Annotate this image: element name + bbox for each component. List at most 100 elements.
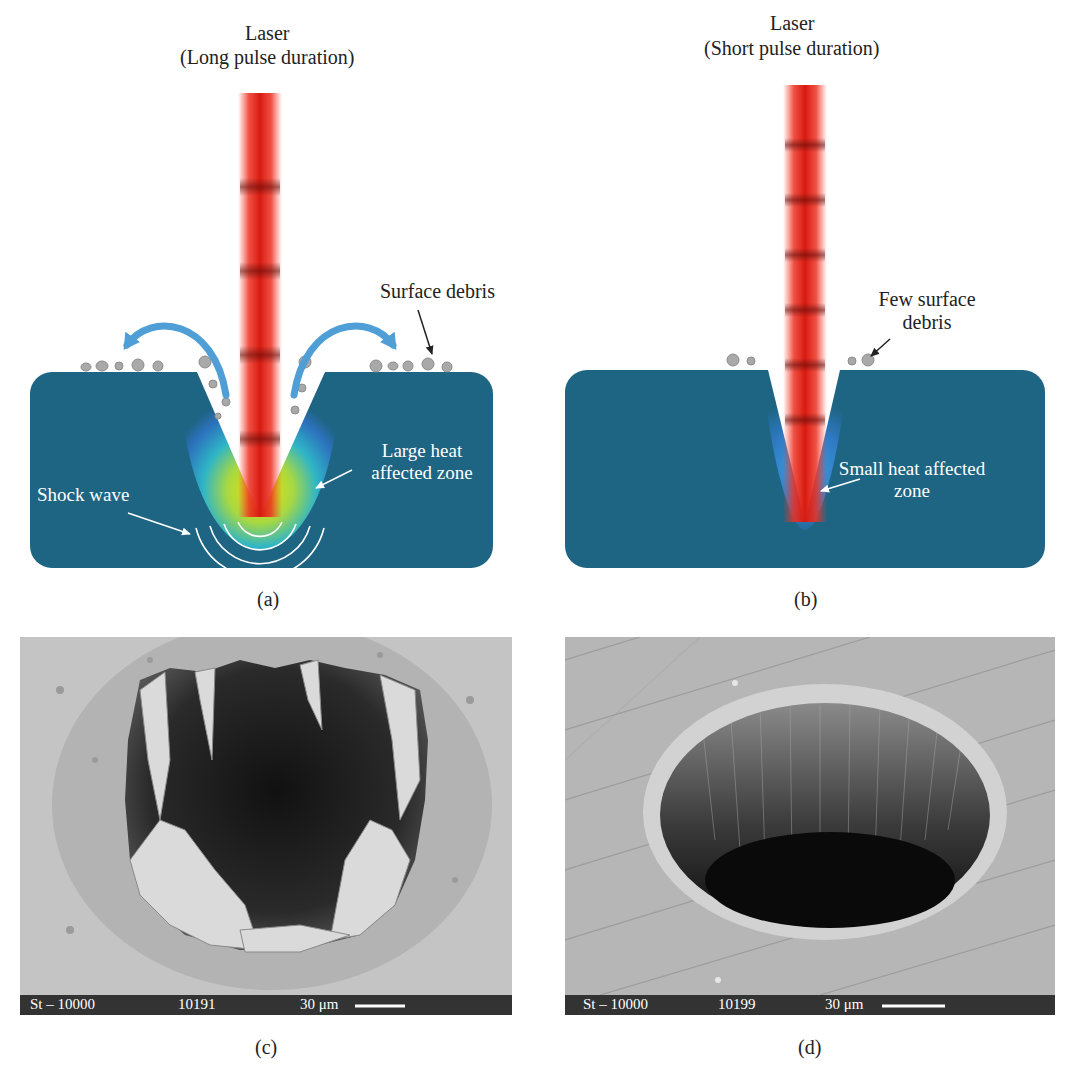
- debris-particle: [370, 360, 382, 372]
- sem-info-bar: [565, 995, 1055, 1015]
- callout-label: Surface debris: [380, 280, 495, 303]
- laser-beam: [783, 85, 827, 522]
- beam-band: [785, 358, 825, 372]
- sem-image-short-pulse: [565, 637, 1055, 995]
- speck: [56, 686, 64, 694]
- panel-letter: (b): [794, 588, 817, 611]
- melt-floor: [240, 925, 350, 952]
- beam-heading: Laser: [770, 12, 814, 35]
- leader-line: [316, 470, 352, 488]
- sem-image-long-pulse: [20, 637, 512, 995]
- beam-band: [785, 138, 825, 152]
- shock-arc: [210, 526, 310, 564]
- debris-particle: [727, 354, 739, 366]
- scale-bar: [882, 1005, 945, 1008]
- debris-particle: [388, 362, 398, 370]
- beam-band: [240, 178, 280, 196]
- melt-ridge: [300, 660, 322, 730]
- beam-heading: Laser: [245, 22, 289, 45]
- scale-label: 30 μm: [300, 996, 338, 1013]
- speck: [92, 757, 98, 763]
- striation: [700, 705, 715, 840]
- beam-band: [785, 303, 825, 317]
- hole-bottom: [705, 832, 955, 928]
- debris-particle: [153, 361, 163, 371]
- crater-cavity: [125, 660, 428, 950]
- leader-line: [871, 339, 890, 356]
- beam-body: [238, 93, 282, 517]
- beam-band: [785, 193, 825, 207]
- panel-a-illustration: [30, 93, 493, 578]
- beam-band: [785, 248, 825, 262]
- speck: [147, 657, 153, 663]
- sem-info-text: 10199: [718, 996, 756, 1013]
- beam-body: [783, 85, 827, 522]
- debris-particle: [81, 363, 91, 371]
- speck: [452, 877, 458, 883]
- striation: [948, 720, 965, 830]
- striation: [925, 705, 940, 840]
- beam-band: [240, 346, 280, 364]
- machining-mark: [565, 637, 640, 660]
- ejection-arrow: [127, 326, 226, 395]
- sem-info-text: St – 10000: [583, 996, 648, 1013]
- beam-band: [240, 262, 280, 280]
- shock-arc: [196, 528, 324, 578]
- debris-particle: [403, 361, 413, 371]
- ejection-arrow: [294, 326, 393, 395]
- callout-label: Shock wave: [37, 484, 129, 506]
- speck: [377, 652, 383, 658]
- panel-letter: (a): [257, 588, 279, 611]
- callout-label: Small heat affected zone: [836, 458, 988, 502]
- debris-particle: [132, 359, 144, 371]
- sem-info-bar: [20, 995, 512, 1015]
- debris-particle: [222, 398, 230, 406]
- beam-subheading: (Long pulse duration): [180, 46, 354, 69]
- panel-letter: (c): [255, 1036, 277, 1059]
- sem-background: [565, 637, 1055, 995]
- debris-particle: [215, 413, 221, 419]
- sem-info-text: St – 10000: [30, 996, 95, 1013]
- scale-bar: [355, 1005, 405, 1008]
- leader-line: [128, 513, 190, 534]
- crater-walls: [130, 660, 420, 952]
- debris-particle: [442, 362, 452, 372]
- melt-ridge: [140, 672, 170, 820]
- striation: [900, 705, 910, 850]
- callout-label: Few surface debris: [862, 288, 992, 334]
- panel-letter: (d): [798, 1036, 821, 1059]
- debris-particle: [96, 361, 108, 371]
- debris-particle: [199, 356, 211, 368]
- sem-info-text: 10191: [178, 996, 216, 1013]
- debris-particle: [291, 406, 299, 414]
- beam-band: [785, 413, 825, 427]
- melt-ridge: [380, 675, 420, 820]
- shock-arc: [238, 522, 282, 536]
- hole-rim: [643, 684, 1007, 940]
- beam-subheading: (Short pulse duration): [704, 37, 880, 60]
- shock-wave-arcs: [196, 522, 324, 578]
- debris-particle: [115, 362, 123, 370]
- hole-wall: [660, 703, 990, 927]
- melt-shard: [330, 820, 410, 940]
- debris-particle: [747, 357, 755, 365]
- callout-label: Large heat affected zone: [356, 440, 488, 484]
- speck: [732, 680, 738, 686]
- panel-b-illustration: [565, 85, 1045, 568]
- scale-label: 30 μm: [825, 996, 863, 1013]
- leader-line: [821, 479, 860, 491]
- beam-band: [240, 430, 280, 448]
- striation: [730, 705, 740, 850]
- crater-rim: [52, 637, 492, 990]
- striation: [760, 705, 765, 860]
- speck: [66, 926, 74, 934]
- speck: [715, 977, 721, 983]
- laser-beam: [238, 93, 282, 517]
- debris-particle: [848, 357, 856, 365]
- shock-arc: [224, 524, 296, 550]
- debris-particle: [209, 380, 217, 388]
- leader-line: [418, 310, 432, 354]
